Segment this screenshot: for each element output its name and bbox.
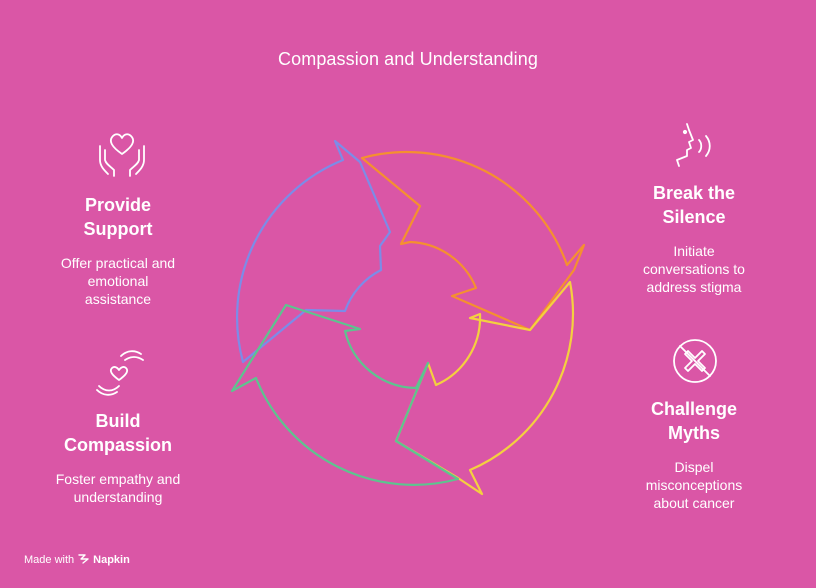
stage-description: Offer practical and emotional assistance — [60, 255, 176, 307]
stage-description: Dispel misconceptions about cancer — [645, 459, 743, 511]
made-with-label: Made with — [24, 554, 75, 566]
stage-heading: Provide Support — [83, 195, 153, 239]
stage-heading: Build Compassion — [63, 411, 173, 455]
cycle-arrow-yellow — [394, 280, 575, 496]
napkin-logo-icon — [78, 553, 89, 567]
cycle-arrow-blue — [235, 139, 392, 364]
stage-description: Foster empathy and understanding — [55, 471, 181, 505]
cycle-arrow-green — [230, 303, 460, 486]
stage-heading: Break the Silence — [652, 183, 736, 227]
stage-break-the-silence: Break the Silence Initiate conversations… — [616, 181, 772, 296]
hands-heart-icon — [96, 130, 148, 183]
diagram-title: Compassion and Understanding — [278, 49, 538, 69]
stage-challenge-myths: Challenge Myths Dispel misconceptions ab… — [616, 397, 772, 512]
speaking-head-icon — [673, 122, 719, 173]
stage-description: Initiate conversations to address stigma — [643, 243, 745, 295]
napkin-brand[interactable]: Napkin — [93, 554, 130, 566]
crossed-myth-icon — [671, 337, 719, 390]
stage-build-compassion: Build Compassion Foster empathy and unde… — [40, 409, 196, 506]
stage-heading: Challenge Myths — [650, 399, 738, 443]
giving-heart-icon — [95, 346, 147, 401]
stage-provide-support: Provide Support Offer practical and emot… — [40, 193, 196, 308]
footer: Made with Napkin — [24, 553, 130, 567]
cycle-arrow-orange — [360, 150, 586, 332]
